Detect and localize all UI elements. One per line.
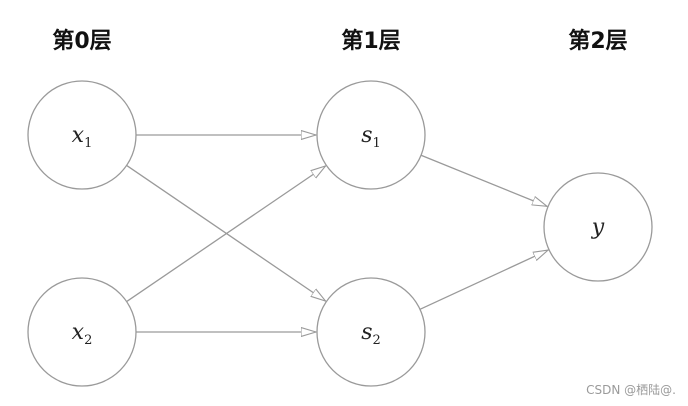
node-y-label: y [591, 215, 605, 240]
node-s1-circle [316, 80, 426, 190]
node-x2-label: x2 [72, 320, 93, 348]
node-x1-circle [27, 80, 137, 190]
edge-s1-y [420, 154, 547, 206]
node-s2-label: s2 [361, 320, 381, 348]
watermark: CSDN @栖陆@. [586, 383, 676, 397]
node-x1-label: x1 [72, 123, 93, 151]
node-x2-circle [27, 277, 137, 387]
node-y: y [543, 172, 653, 282]
layer-1-label: 第1层 [341, 28, 400, 54]
node-s1: s1 [316, 80, 426, 190]
edges-group [126, 135, 548, 332]
node-y-circle [543, 172, 653, 282]
node-x2: x2 [27, 277, 137, 387]
layer-0-label: 第0层 [52, 28, 111, 54]
edge-s2-y [419, 250, 548, 310]
node-x1: x1 [27, 80, 137, 190]
edge-x2-s1 [126, 166, 326, 303]
node-s1-label: s1 [361, 123, 381, 151]
layer-2-label: 第2层 [568, 28, 627, 54]
node-s2: s2 [316, 277, 426, 387]
node-s2-circle [316, 277, 426, 387]
